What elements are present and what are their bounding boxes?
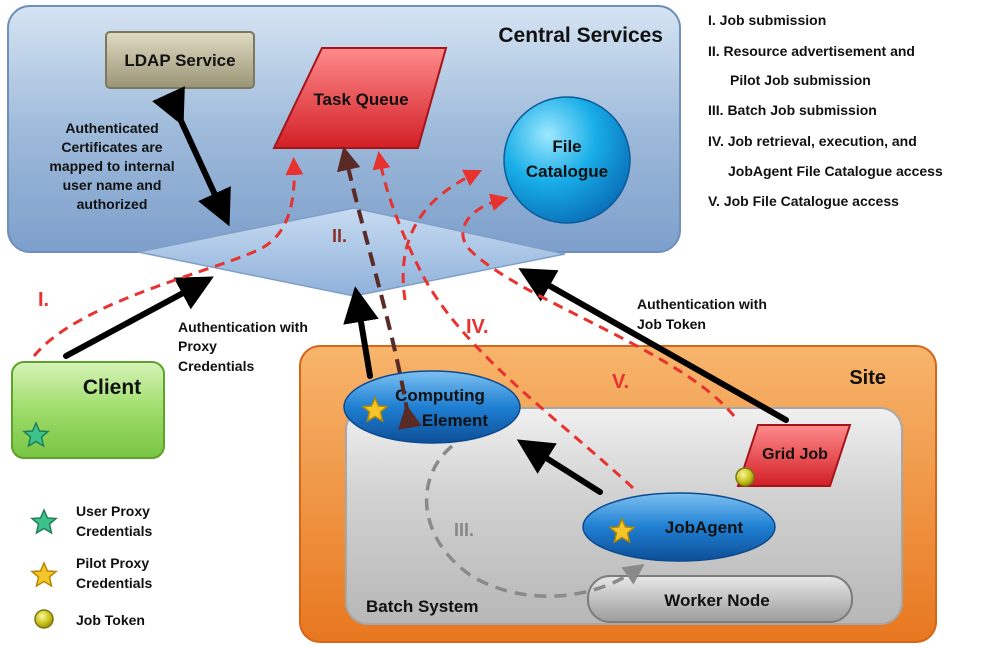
task-queue-label: Task Queue <box>313 90 408 109</box>
resource-advertisement-arrow <box>336 146 422 430</box>
auth-token-annotation: Authentication with Job Token <box>637 296 767 332</box>
task-queue-shape: Task Queue <box>272 47 448 149</box>
legend-step: Pilot Job submission <box>730 72 871 88</box>
step-label-iv: IV. <box>466 316 489 338</box>
client-label: Client <box>83 376 141 399</box>
grid-job-label: Grid Job <box>762 446 828 463</box>
auth-note-line: user name and <box>63 177 162 193</box>
legend-step: V. Job File Catalogue access <box>708 193 899 209</box>
ldap-service-box: LDAP Service <box>105 31 255 89</box>
client-to-gateway-arrow <box>63 276 214 359</box>
auth-proxy-line: Credentials <box>178 358 254 374</box>
yellow-star-icon <box>31 562 57 587</box>
computing-element-line2: Element <box>422 411 488 430</box>
computing-element-line1: Computing <box>395 386 485 405</box>
red-dashed-arrows <box>32 151 736 490</box>
auth-certificates-note: Authenticated Certificates are mapped to… <box>49 120 174 212</box>
file-catalogue-line2: Catalogue <box>526 162 608 181</box>
job-file-catalogue-arrow <box>461 193 736 417</box>
task-queue-retrieval-arrow <box>372 151 635 490</box>
worker-node-box: Worker Node <box>587 575 853 623</box>
credentials-legend: User Proxy Credentials Pilot Proxy Crede… <box>31 503 152 629</box>
legend-step: I. Job submission <box>708 12 826 28</box>
file-catalogue-sphere: File Catalogue <box>503 96 631 224</box>
auth-note-line: Authenticated <box>65 120 158 136</box>
grid-job-shape: Grid Job <box>735 424 852 487</box>
job-agent-ellipse: JobAgent <box>582 492 776 562</box>
legend-credential-line: User Proxy <box>76 503 150 519</box>
step-label-iii: III. <box>454 520 474 540</box>
central-services-title: Central Services <box>498 24 663 47</box>
legend-credential-line: Credentials <box>76 523 152 539</box>
jobagent-file-catalogue-arrow <box>401 169 483 301</box>
legend-credential-line: Job Token <box>76 612 145 628</box>
step-label-i: I. <box>38 289 49 311</box>
ldap-service-label: LDAP Service <box>124 51 235 70</box>
token-coin-icon <box>34 609 54 629</box>
batch-system-label: Batch System <box>366 597 478 616</box>
token-coin-icon <box>735 467 755 487</box>
auth-note-line: Certificates are <box>61 139 162 155</box>
jobagent-to-ce-arrow <box>516 439 603 495</box>
legend-credential-line: Pilot Proxy <box>76 555 149 571</box>
auth-note-line: mapped to internal <box>49 158 174 174</box>
steps-legend: I. Job submission II. Resource advertise… <box>708 12 943 209</box>
auth-proxy-line: Authentication with <box>178 319 308 335</box>
auth-proxy-annotation: Authentication with Proxy Credentials <box>178 319 308 374</box>
legend-step: III. Batch Job submission <box>708 102 877 118</box>
legend-step: IV. Job retrieval, execution, and <box>708 133 917 149</box>
legend-step: JobAgent File Catalogue access <box>728 163 943 179</box>
auth-token-line: Authentication with <box>637 296 767 312</box>
batch-job-submission-arrow <box>424 444 645 598</box>
step-labels: I. II. III. IV. V. <box>38 226 629 540</box>
job-agent-label: JobAgent <box>665 518 744 537</box>
job-submission-arrow <box>32 157 304 357</box>
ldap-gateway-arrow <box>152 86 231 227</box>
legend-step: II. Resource advertisement and <box>708 43 915 59</box>
file-catalogue-line1: File <box>552 137 581 156</box>
client-box: Client <box>11 361 165 459</box>
auth-token-line: Job Token <box>637 316 706 332</box>
site-title: Site <box>849 367 886 389</box>
step-label-v: V. <box>612 371 629 393</box>
gridjob-to-gateway-arrow <box>518 268 789 423</box>
computing-element-ellipse: Computing Element <box>343 370 521 444</box>
legend-credential-line: Credentials <box>76 575 152 591</box>
auth-note-line: authorized <box>77 196 148 212</box>
worker-node-label: Worker Node <box>664 591 770 610</box>
auth-proxy-line: Proxy <box>178 338 217 354</box>
green-star-icon <box>31 509 57 534</box>
step-label-ii: II. <box>332 226 347 246</box>
